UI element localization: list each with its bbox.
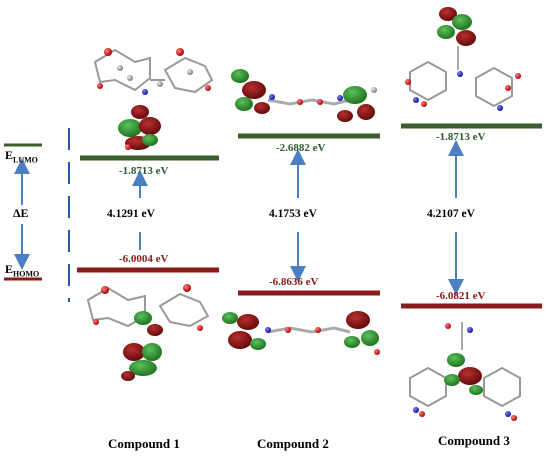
compound-1-homo-orbital-image bbox=[86, 284, 210, 381]
compound-3-homo-value: -6.0821 eV bbox=[436, 290, 486, 302]
compound-1-energy-gap: 4.1291 eV bbox=[107, 208, 155, 220]
compound-1-lumo-value: -1.8713 eV bbox=[119, 165, 169, 177]
compound-2-levels bbox=[238, 133, 380, 296]
legend-lumo-label: ELUMO bbox=[5, 148, 38, 165]
compound-1-name: Compound 1 bbox=[108, 436, 180, 451]
compound-2-lumo-orbital-image bbox=[231, 69, 377, 122]
compound-3-lumo-orbital-image bbox=[405, 7, 521, 111]
compound-3-homo-orbital-image bbox=[409, 322, 521, 421]
compound-1-lumo-orbital-image bbox=[93, 48, 214, 150]
compound-2-energy-gap: 4.1753 eV bbox=[269, 208, 317, 220]
compound-3-lumo-value: -1.8713 eV bbox=[436, 131, 486, 143]
compound-1-levels bbox=[77, 155, 219, 273]
compound-2-homo-value: -6.8636 eV bbox=[269, 276, 319, 288]
legend-homo-label: EHOMO bbox=[5, 262, 40, 279]
compound-2-lumo-value: -2.6882 eV bbox=[276, 142, 326, 154]
legend-delta-e-label: ΔE bbox=[13, 206, 29, 220]
legend bbox=[4, 143, 42, 281]
compound-3-levels bbox=[401, 123, 542, 309]
compound-2-name: Compound 2 bbox=[257, 436, 329, 451]
compound-3-name: Compound 3 bbox=[438, 433, 510, 448]
compound-3-energy-gap: 4.2107 eV bbox=[427, 208, 475, 220]
compound-1-homo-value: -6.0004 eV bbox=[119, 253, 169, 265]
compound-2-homo-orbital-image bbox=[222, 311, 380, 355]
